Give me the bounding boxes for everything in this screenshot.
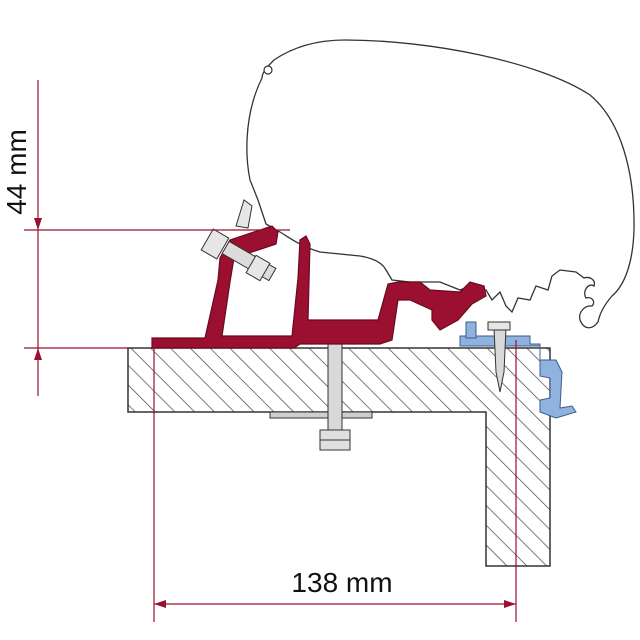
height-dimension-label: 44 mm [1, 129, 32, 215]
washer-plate [269, 411, 373, 419]
cassette-end-cap-icon [263, 65, 273, 75]
wall-rail [459, 335, 577, 419]
width-dimension-label: 138 mm [291, 567, 392, 598]
clamp-hardware [200, 199, 277, 282]
rail-lip [465, 321, 477, 339]
width-dimension [153, 340, 517, 622]
height-dimension [24, 80, 290, 396]
mounting-bolt [327, 329, 343, 431]
roof-wall-section [127, 347, 551, 567]
